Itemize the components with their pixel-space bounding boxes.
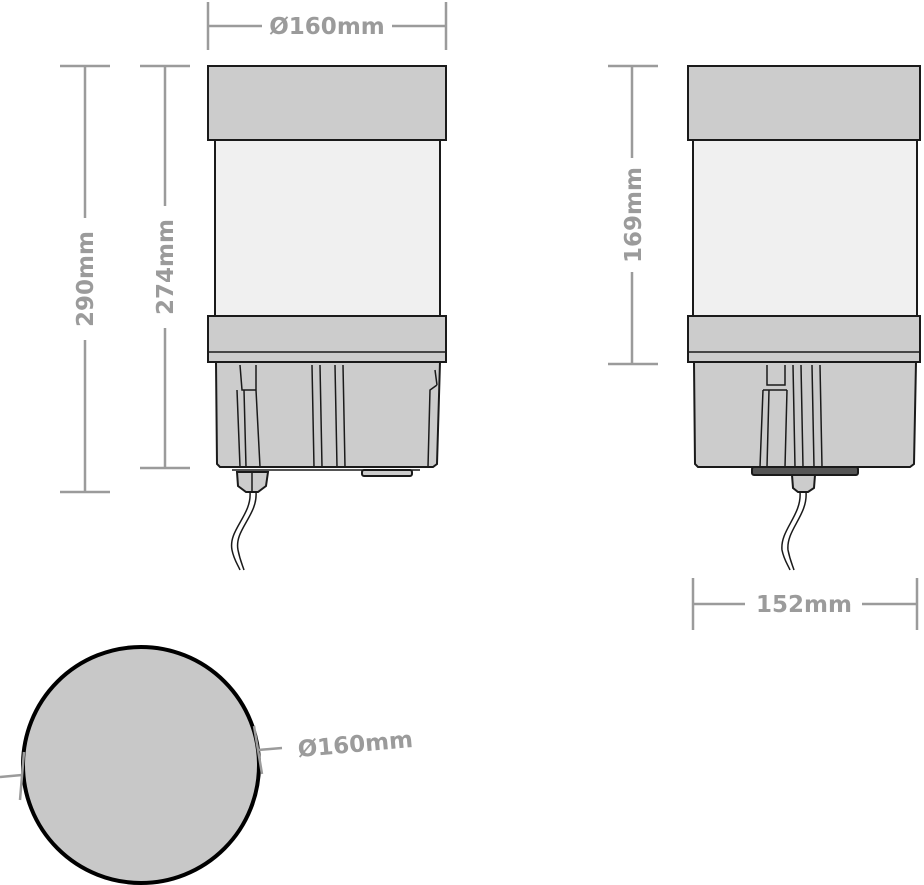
diffuser-height-label: 169mm [621, 167, 647, 263]
cable-gland [790, 474, 817, 493]
total-height-dimension: 290mm [60, 64, 110, 494]
body-height-label: 274mm [153, 219, 179, 315]
front-diameter-label: Ø160mm [269, 14, 385, 40]
diffuser-height-dimension: 169mm [608, 64, 658, 366]
top-cap [207, 65, 447, 141]
collar [687, 315, 921, 363]
front-diameter-dimension: Ø160mm [206, 2, 448, 50]
top-diameter-label: Ø160mm [297, 727, 414, 763]
body-height-dimension: 274mm [140, 64, 190, 470]
top-view-circle [21, 645, 261, 885]
cable [781, 491, 807, 571]
total-height-label: 290mm [73, 231, 99, 327]
side-view [687, 65, 921, 571]
front-view [207, 65, 447, 571]
diffuser [214, 139, 441, 317]
mounting-pad [361, 469, 413, 477]
top-view: Ø160mm [0, 645, 414, 885]
cable [230, 491, 257, 571]
diffuser [692, 139, 918, 317]
base-box [692, 361, 918, 468]
base-box [214, 361, 442, 468]
top-cap [687, 65, 921, 141]
collar [207, 315, 447, 363]
width-dimension: 152mm [691, 578, 919, 630]
mounting-pad [751, 466, 859, 476]
width-label: 152mm [756, 592, 852, 618]
